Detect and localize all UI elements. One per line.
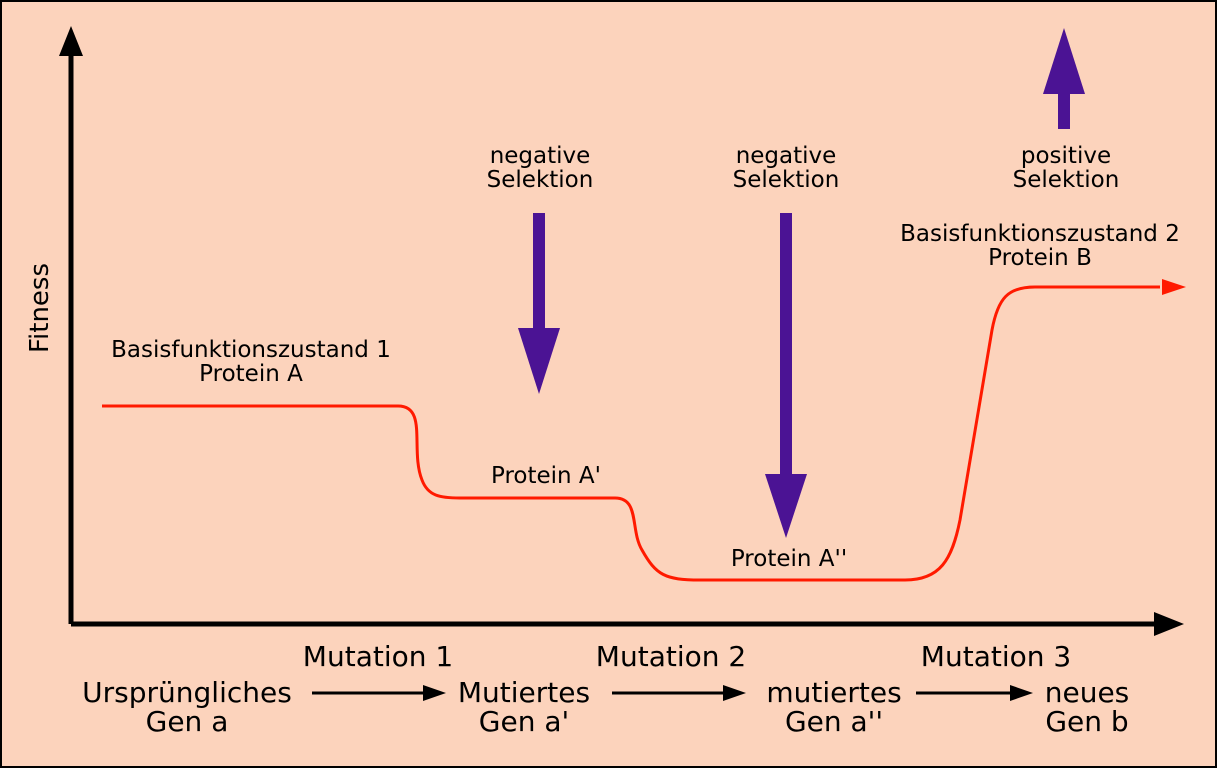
gene-a1-line1: Mutiertes <box>457 676 591 709</box>
gene-a-line2: Gen a <box>145 705 229 739</box>
positive-selection-arrow-shaft <box>1058 88 1070 129</box>
negative-selection-arrow-2-shaft <box>780 213 792 481</box>
selection-label-3: positive Selektion <box>1013 144 1120 192</box>
selection-3-line2: Selektion <box>1012 167 1120 194</box>
selection-2-line2: Selektion <box>732 167 840 194</box>
x-axis-arrowhead <box>1154 612 1184 636</box>
gene-a-line1: Ursprüngliches <box>82 676 292 709</box>
gene-a2-label: mutiertes Gen a'' <box>766 678 901 737</box>
selection-2-line1: negative <box>735 143 837 169</box>
negative-selection-arrow-1-shaft <box>533 213 545 335</box>
gene-b-line2: Gen b <box>1045 705 1129 739</box>
state-1-title: Basisfunktionszustand 1 <box>111 337 391 363</box>
protein-a1-label: Protein A' <box>491 463 601 489</box>
gene-a-label: Ursprüngliches Gen a <box>82 678 292 737</box>
selection-1-line2: Selektion <box>486 167 594 194</box>
positive-selection-arrow-head <box>1043 28 1085 94</box>
gene-a1-line2: Gen a' <box>478 705 570 739</box>
state-1-label: Basisfunktionszustand 1 Protein A <box>111 338 391 386</box>
mutation-2-label: Mutation 2 <box>595 640 747 673</box>
gene-arrow-3-head <box>1010 685 1033 701</box>
gene-arrow-2-head <box>723 685 746 701</box>
state-1-protein: Protein A <box>199 361 303 388</box>
negative-selection-arrow-2-head <box>765 474 807 538</box>
negative-selection-arrow-1-head <box>518 328 560 394</box>
gene-a1-label: Mutiertes Gen a' <box>458 678 590 737</box>
state-2-protein: Protein B <box>988 245 1092 272</box>
y-axis-arrowhead <box>59 26 83 56</box>
state-2-title: Basisfunktionszustand 2 <box>900 221 1180 247</box>
selection-1-line1: negative <box>489 143 591 169</box>
gene-b-line1: neues <box>1044 676 1130 709</box>
gene-arrow-1-head <box>423 685 446 701</box>
fitness-curve <box>102 285 1160 582</box>
gene-b-label: neues Gen b <box>1045 678 1130 737</box>
y-axis-label: Fitness <box>25 262 55 354</box>
selection-label-1: negative Selektion <box>487 144 594 192</box>
gene-a2-line2: Gen a'' <box>784 705 884 739</box>
protein-a2-label: Protein A'' <box>730 546 848 572</box>
mutation-1-label: Mutation 1 <box>302 640 454 673</box>
gene-a2-line1: mutiertes <box>766 676 902 709</box>
selection-3-line1: positive <box>1020 143 1112 169</box>
selection-label-2: negative Selektion <box>733 144 840 192</box>
fitness-curve-arrowhead <box>1162 279 1186 295</box>
mutation-3-label: Mutation 3 <box>920 640 1072 673</box>
state-2-label: Basisfunktionszustand 2 Protein B <box>900 222 1180 270</box>
